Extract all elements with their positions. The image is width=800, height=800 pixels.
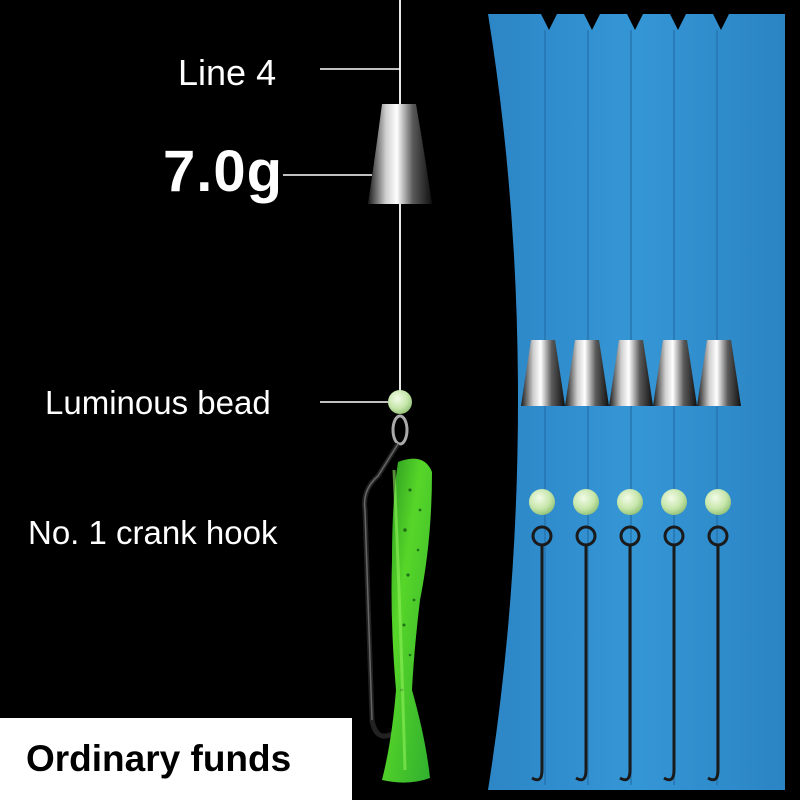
weight-label: 7.0g [163,139,284,204]
variant-badge-text: Ordinary funds [26,738,292,779]
card-notches [541,14,729,30]
card-bead [705,489,731,515]
card-bead [573,489,599,515]
card-sinker [609,340,653,406]
luminous-bead [388,390,412,414]
swivel [391,414,409,446]
leader-lines [283,68,400,403]
card-sinker [653,340,697,406]
bead-label: Luminous bead [45,384,271,421]
card-sinkers [521,340,741,406]
sinker-weight [368,104,432,204]
card-bead [661,489,687,515]
card-bead [617,489,643,515]
card-beads [529,489,731,515]
soft-lure [382,458,432,783]
card-sinker [521,340,565,406]
card-bead [529,489,555,515]
line-label: Line 4 [178,52,277,93]
hook-label: No. 1 crank hook [28,514,278,551]
card-sinker [565,340,609,406]
card-sinker [697,340,741,406]
card-hooks [531,525,729,782]
variant-badge [0,718,352,800]
